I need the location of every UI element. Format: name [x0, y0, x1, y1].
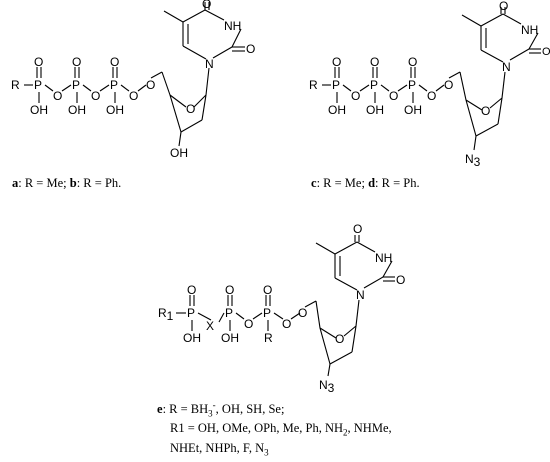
caption-e-line-3: NHEt, NHPh, F, N3: [170, 441, 269, 458]
atom-r: R: [309, 78, 318, 92]
atom-x: X: [206, 319, 214, 333]
atom-p: P: [225, 306, 233, 320]
structure-cd: R P O O OH P O O OH P O O OH O O N3 N NH…: [309, 0, 550, 169]
atom-o-ring: O: [186, 102, 195, 116]
atom-p: P: [263, 306, 271, 320]
caption-e-sub: 3: [208, 408, 213, 419]
atom-oh: OH: [328, 103, 346, 117]
atom-p: P: [110, 78, 118, 92]
atom-oh: OH: [183, 331, 201, 345]
structure-e: R1 P O X OH P O O OH P O O R O O N3 N NH…: [158, 222, 405, 395]
caption-e-sup: -: [212, 400, 216, 410]
atom-o: O: [146, 78, 155, 92]
caption-cd-text-1: : R = Me;: [316, 176, 369, 190]
label-a: a: [12, 176, 19, 190]
atom-oh: OH: [221, 331, 239, 345]
atom-p: P: [408, 78, 416, 92]
atom-o: O: [246, 42, 255, 56]
atom-o: O: [389, 89, 398, 103]
atom-oh: OH: [106, 103, 124, 117]
atom-o: O: [91, 89, 100, 103]
caption-e-line-2: R1 = OH, OMe, OPh, Me, Ph, NH2, NHMe,: [170, 421, 392, 438]
atom-o: O: [298, 306, 307, 320]
atom-o: O: [110, 55, 119, 69]
caption-e-text: , NHMe,: [347, 421, 392, 435]
label-c: c: [311, 176, 317, 190]
atom-o: O: [370, 55, 379, 69]
caption-e-sub: 2: [343, 427, 348, 438]
atom-o: O: [34, 55, 43, 69]
caption-e-line-1: e: R = BH3-, OH, SH, Se;: [157, 400, 284, 419]
atom-n3: N3: [319, 378, 335, 395]
atom-o-top: O: [353, 222, 362, 236]
atom-o-ring: O: [335, 332, 344, 346]
caption-e-text: : R = BH: [162, 402, 209, 417]
atom-n3: N3: [465, 152, 481, 169]
caption-e-text: NHEt, NHPh, F, N: [170, 441, 265, 455]
atom-r: R: [264, 331, 273, 345]
caption-e-text: , OH, SH, Se;: [215, 402, 285, 417]
atom-r1: R1: [158, 306, 174, 323]
caption-ab-text-2: : R = Ph.: [76, 176, 122, 190]
atom-o: O: [542, 46, 550, 58]
label-d: d: [368, 176, 376, 190]
atom-p: P: [332, 78, 340, 92]
caption-e-sub: 3: [264, 447, 269, 458]
atom-oh: OH: [30, 103, 48, 117]
atom-o: O: [53, 89, 62, 103]
atom-o: O: [332, 55, 341, 69]
atom-p: P: [72, 78, 80, 92]
caption-cd-text-2: : R = Ph.: [375, 176, 420, 190]
atom-o-top: O: [202, 0, 211, 11]
atom-o: O: [187, 283, 196, 297]
atom-o: O: [225, 283, 234, 297]
caption-e-text: R1 = OH, OMe, OPh, Me, Ph, NH: [170, 421, 344, 435]
caption-ab-text-1: : R = Me;: [18, 176, 70, 190]
atom-o-top: O: [499, 0, 508, 13]
atom-p: P: [34, 78, 42, 92]
atom-n: N: [502, 60, 511, 74]
atom-oh: OH: [404, 103, 422, 117]
atom-o: O: [282, 317, 291, 331]
label-b: b: [69, 176, 77, 190]
atom-n: N: [205, 57, 214, 71]
caption-ab: a: R = Me; b: R = Ph.: [12, 176, 121, 191]
atom-o: O: [244, 317, 253, 331]
atom-o: O: [72, 55, 81, 69]
atom-o: O: [263, 283, 272, 297]
label-e: e: [157, 402, 163, 417]
atom-p: P: [187, 306, 195, 320]
atom-nh: NH: [375, 251, 392, 265]
caption-cd: c: R = Me; d: R = Ph.: [311, 176, 420, 191]
atom-o: O: [408, 55, 417, 69]
atom-r: R: [11, 78, 20, 92]
atom-nh: NH: [224, 19, 241, 33]
structure-ab: R P O O OH P O O OH P O O OH O O OH N NH…: [11, 2, 255, 160]
atom-o: O: [129, 89, 138, 103]
atom-oh: OH: [366, 103, 384, 117]
atom-o: O: [444, 78, 453, 92]
atom-o: O: [396, 273, 405, 287]
atom-p: P: [370, 78, 378, 92]
atom-oh: OH: [68, 103, 86, 117]
atom-oh: OH: [170, 146, 188, 160]
atom-o: O: [427, 89, 436, 103]
atom-o-ring: O: [481, 104, 490, 118]
atom-nh: NH: [521, 23, 538, 37]
atom-o: O: [351, 89, 360, 103]
atom-n: N: [356, 288, 365, 302]
